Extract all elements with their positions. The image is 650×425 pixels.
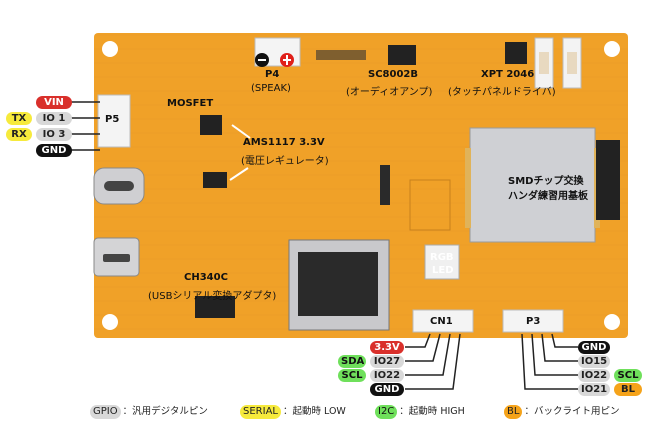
scl-func-label: SCL (338, 369, 366, 382)
p3-io15-label: IO15 (578, 355, 610, 368)
touch-chip (505, 42, 527, 64)
io3-pin-label: IO 3 (36, 128, 72, 141)
p3-connector (502, 309, 564, 333)
legend-bl-desc: ：バックライト用ピン (524, 406, 620, 417)
p3-label: P3 (526, 316, 541, 327)
legend-i2c: I2C：起動時 HIGH (375, 405, 465, 419)
display-header (596, 140, 620, 220)
esp32-module (469, 127, 596, 243)
smd-label-line2: ハンダ練習用基板 (508, 191, 588, 202)
mount-hole (604, 41, 620, 57)
mount-hole (102, 314, 118, 330)
usb-chip-label: CH340C (184, 272, 228, 283)
rgb-label-line1: RGB (430, 252, 454, 263)
legend-serial-tag: SERIAL (240, 405, 281, 419)
rgb-label-line2: LED (432, 265, 454, 276)
amp-sub-label: (オーディオアンプ) (346, 87, 433, 98)
tx-pin-label: TX (6, 112, 32, 125)
legend-gpio: GPIO：汎用デジタルピン (90, 405, 208, 419)
p5-connector (97, 94, 131, 148)
rx-pin-label: RX (6, 128, 32, 141)
mount-hole (102, 41, 118, 57)
cn1-io27-label: IO27 (370, 355, 404, 368)
gnd-pin-label: GND (36, 144, 72, 157)
p5-label: P5 (105, 114, 120, 125)
cn1-io22-label: IO22 (370, 369, 404, 382)
legend-i2c-desc: ：起動時 HIGH (399, 406, 465, 417)
rgb-led (424, 244, 460, 280)
regulator-chip (203, 172, 227, 188)
smd-label-line1: SMDチップ交換 (508, 176, 584, 187)
cn1-gnd-label: GND (370, 383, 404, 396)
legend-serial-desc: ：起動時 LOW (282, 406, 346, 417)
regulator-sub-label: (電圧レギュレータ) (241, 156, 329, 167)
legend-i2c-tag: I2C (375, 405, 398, 419)
mosfet-label: MOSFET (167, 98, 214, 109)
amp-label: SC8002B (368, 69, 418, 80)
p3-gnd-label: GND (578, 341, 610, 354)
legend-bl-tag: BL (504, 405, 523, 419)
io1-pin-label: IO 1 (36, 112, 72, 125)
sda-func-label: SDA (338, 355, 366, 368)
mosfet-chip (200, 115, 222, 135)
mount-hole (604, 314, 620, 330)
cn1-3v3-label: 3.3V (370, 341, 404, 354)
regulator-label: AMS1117 3.3V (243, 137, 325, 148)
amp-chip (388, 45, 416, 65)
cn1-connector (412, 309, 474, 333)
usb-serial-chip (195, 296, 235, 318)
p3-scl-func-label: SCL (614, 369, 642, 382)
legend-gpio-desc: ：汎用デジタルピン (122, 406, 208, 417)
p3-io22-label: IO22 (578, 369, 610, 382)
cn1-label: CN1 (430, 316, 453, 327)
speaker-label: P4 (265, 69, 280, 80)
p3-io21-label: IO21 (578, 383, 610, 396)
speaker-sub-label: (SPEAK) (251, 83, 291, 94)
p3-bl-func-label: BL (614, 383, 642, 396)
touch-sub-label: (タッチパネルドライバ) (448, 87, 556, 98)
vin-pin-label: VIN (36, 96, 72, 109)
legend-gpio-tag: GPIO (90, 405, 121, 419)
legend-serial: SERIAL：起動時 LOW (240, 405, 346, 419)
touch-label: XPT 2046 (481, 69, 535, 80)
legend-bl: BL：バックライト用ピン (504, 405, 619, 419)
usb-chip-sub-label: (USBシリアル変換アダプタ) (148, 291, 277, 302)
